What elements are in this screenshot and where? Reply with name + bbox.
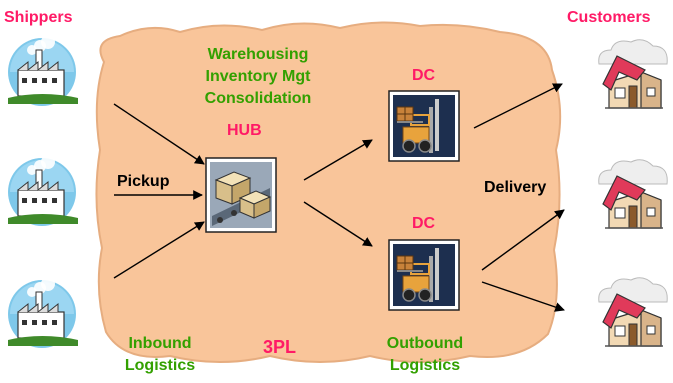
arrow-hub-to-dc-top xyxy=(303,139,373,181)
services-label-inventory: Inventory Mgt xyxy=(205,68,311,85)
services-label-consolidation: Consolidation xyxy=(204,90,312,107)
outbound-label-line1: Outbound xyxy=(386,335,464,352)
shippers-label: Shippers xyxy=(4,9,73,26)
shipper-factory-icon-3 xyxy=(7,276,79,349)
customers-label: Customers xyxy=(567,9,651,26)
arrow-dc-bottom-to-customer3 xyxy=(481,281,565,312)
dc-bottom-label: DC xyxy=(412,215,436,232)
services-label-warehousing: Warehousing xyxy=(207,46,309,63)
customer-store-icon-1 xyxy=(598,39,668,109)
shipper-factory-icon-2 xyxy=(7,154,79,227)
dc-forklift-icon-bottom xyxy=(388,239,460,311)
arrow-dc-top-to-customer1 xyxy=(473,83,563,129)
arrow-hub-to-dc-bottom xyxy=(303,201,373,247)
dc-forklift-icon-top xyxy=(388,90,460,162)
customer-store-icon-3 xyxy=(598,277,668,347)
outbound-label-line2: Logistics xyxy=(389,357,461,374)
delivery-label: Delivery xyxy=(484,179,547,196)
arrow-shipper3-to-hub xyxy=(113,221,205,279)
inbound-label-line2: Logistics xyxy=(124,357,196,374)
pickup-label: Pickup xyxy=(117,173,170,190)
arrow-shipper1-to-hub xyxy=(113,103,205,165)
3pl-label: 3PL xyxy=(263,337,297,357)
shipper-factory-icon-1 xyxy=(7,34,79,107)
hub-conveyor-icon xyxy=(205,157,277,233)
hub-label: HUB xyxy=(227,122,262,139)
inbound-label-line1: Inbound xyxy=(128,335,192,352)
arrow-dc-bottom-to-customer2 xyxy=(481,209,565,271)
customer-store-icon-2 xyxy=(598,159,668,229)
dc-top-label: DC xyxy=(412,67,436,84)
